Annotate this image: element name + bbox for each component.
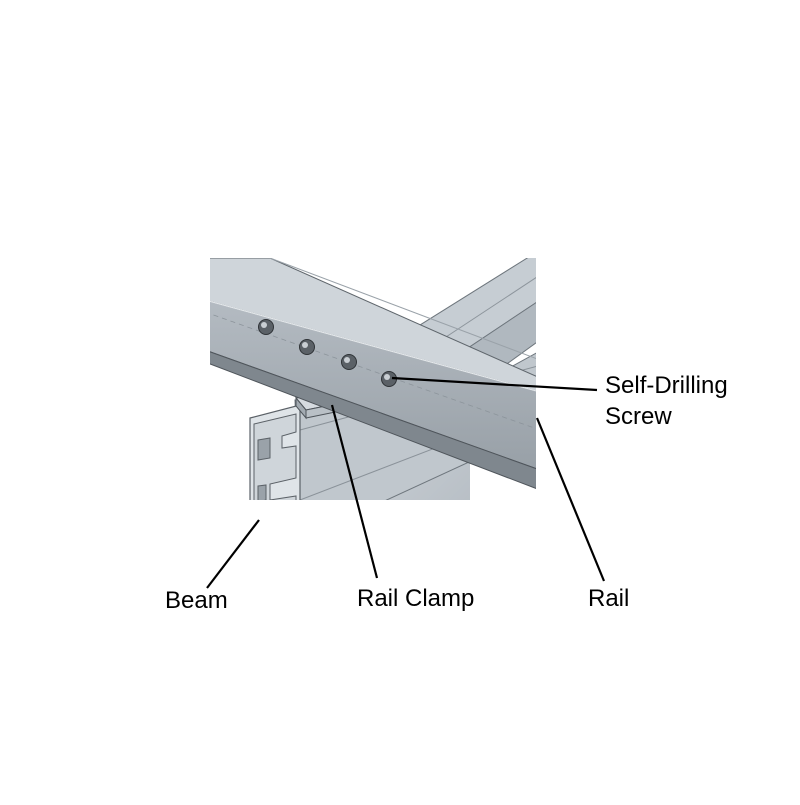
screw-head xyxy=(299,339,315,355)
screw-heads xyxy=(258,319,397,387)
leader-line-beam xyxy=(206,519,260,589)
callout-rail: Rail xyxy=(588,585,630,612)
leader-line-rail xyxy=(535,417,606,582)
illustration-crop xyxy=(210,258,536,500)
callout-rail-clamp: Rail Clamp xyxy=(357,585,475,612)
rail-part xyxy=(210,258,536,490)
callout-beam: Beam xyxy=(165,587,228,614)
callout-self-drilling-line2: Screw xyxy=(605,403,672,430)
callout-self-drilling-screw: Self-Drilling Screw xyxy=(605,370,728,432)
screw-head xyxy=(258,319,274,335)
leader-line-screw xyxy=(391,376,598,392)
leader-line-rail-clamp xyxy=(330,404,379,579)
screw-head xyxy=(341,354,357,370)
callout-self-drilling-line1: Self-Drilling xyxy=(605,372,728,399)
beam-end-profile xyxy=(249,404,301,500)
leader-lines xyxy=(206,376,606,589)
